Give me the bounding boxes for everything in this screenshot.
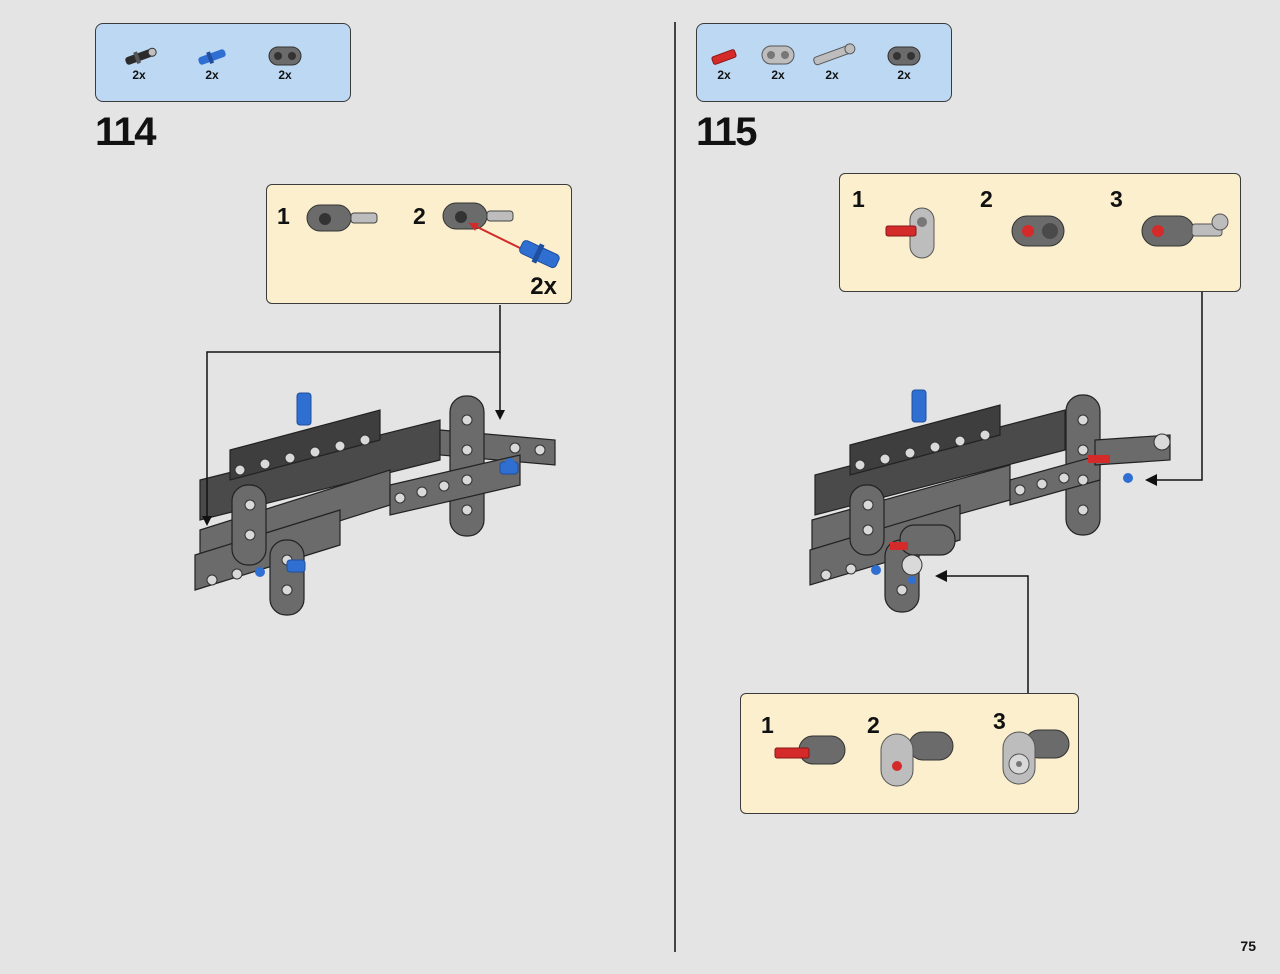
parts-list-step-115: 2x 2x 2x 2x (696, 23, 952, 102)
step-number-115: 115 (696, 110, 758, 154)
part-red-axle: 2x (699, 44, 749, 82)
part-blue-axle-pin: 2x (187, 44, 237, 82)
parts-list-step-114: 2x 2x 2x (95, 23, 351, 102)
red-axle-in-connector-icon (885, 207, 935, 259)
substep-qty: 2x (530, 273, 557, 300)
substep-box-114: 1 2 2x (266, 184, 572, 304)
page-divider (674, 22, 676, 952)
substep-number: 1 (761, 712, 774, 738)
substep-number: 2 (980, 186, 993, 212)
substep-box-115-bottom: 1 2 3 (740, 693, 1079, 814)
part-qty: 2x (132, 68, 146, 82)
part-light-gray-connector: 2x (753, 40, 803, 82)
part-qty: 2x (717, 68, 731, 82)
beam-pin-blue-connector-icon (442, 202, 560, 269)
substep-number: 2 (413, 203, 426, 229)
beam-with-pin-icon (1141, 213, 1229, 247)
substep-number: 3 (993, 708, 1006, 734)
substep-number: 1 (277, 203, 290, 229)
connector-with-beam-icon (1011, 215, 1065, 247)
light-gray-connector-icon (761, 45, 795, 65)
part-black-axle-pin: 2x (114, 44, 164, 82)
black-axle-pin-icon (125, 47, 157, 65)
substep-number: 3 (1110, 186, 1123, 212)
light-gray-pin-icon (813, 43, 856, 66)
substep-number: 1 (852, 186, 865, 212)
dark-gray-beam-icon (887, 46, 921, 66)
part-light-gray-pin: 2x (807, 40, 857, 82)
part-qty: 2x (205, 68, 219, 82)
red-axle-in-beam-icon (774, 735, 846, 765)
substep-box-115-top: 1 2 3 (839, 173, 1241, 292)
substep-number: 2 (867, 712, 880, 738)
part-dark-gray-beam: 2x (879, 42, 929, 82)
part-qty: 2x (825, 68, 839, 82)
step-number-114: 114 (95, 110, 157, 154)
red-axle-icon (711, 49, 737, 65)
part-qty: 2x (278, 68, 292, 82)
part-qty: 2x (771, 68, 785, 82)
part-dark-gray-beam: 2x (260, 42, 310, 82)
part-qty: 2x (897, 68, 911, 82)
blue-axle-pin-icon (198, 49, 226, 65)
bushing-assembly-icon (1002, 729, 1070, 785)
dark-gray-beam-icon (268, 46, 302, 66)
page-number: 75 (1240, 938, 1256, 954)
connector-with-beam-icon (880, 731, 954, 787)
beam-with-pin-icon (306, 204, 378, 232)
